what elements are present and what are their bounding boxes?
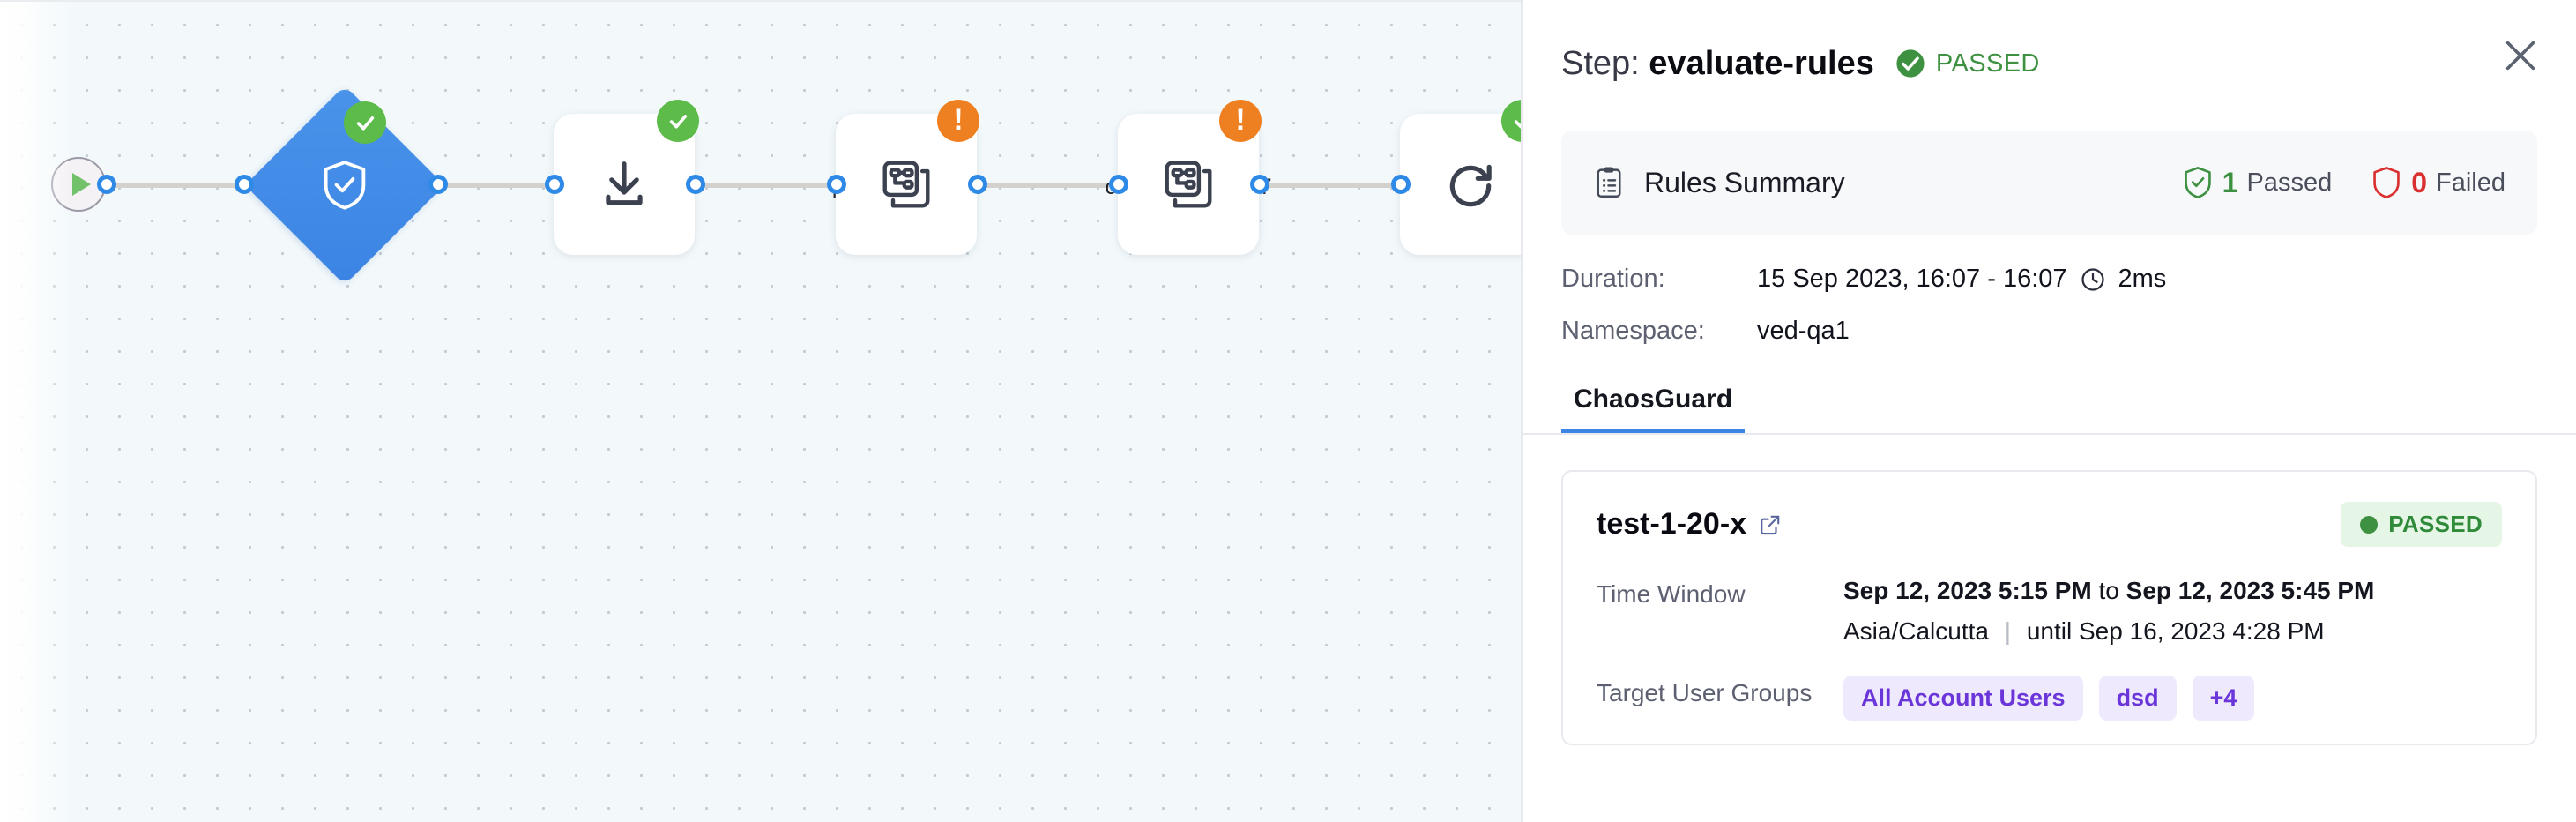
rule-name: test-1-20-x: [1597, 507, 1747, 541]
panel-tabs: ChaosGuard: [1523, 369, 2576, 435]
check-icon: [1514, 119, 1521, 128]
wire-container-kill-to-cleanup: [1261, 183, 1402, 188]
rules-failed-count: 0: [2411, 166, 2427, 198]
rules-summary-card: Rules Summary 1 Passed 0 Failed: [1561, 131, 2537, 235]
target-user-groups-row: Target User Groups All Account Users dsd…: [1597, 676, 2502, 721]
tab-chaosguard[interactable]: ChaosGuard: [1561, 369, 1746, 433]
port-cleanup-in[interactable]: [1391, 175, 1411, 194]
port-evaluate-rules-out[interactable]: [428, 175, 448, 194]
play-icon: [71, 173, 91, 196]
pipeline-canvas[interactable]: evaluate-rules install-chaos- faults: [0, 0, 1521, 822]
status-badge: PASSED: [1895, 49, 2040, 78]
panel-title-prefix: Step:: [1561, 44, 1640, 82]
target-user-group-chips: All Account Users dsd +4: [1843, 676, 2255, 721]
panel-header: Step: evaluate-rules PASSED: [1523, 0, 2576, 92]
port-evaluate-rules-in[interactable]: [235, 175, 254, 194]
wire-start-to-evaluate-rules: [108, 183, 249, 188]
download-icon: [606, 161, 643, 206]
check-icon: [669, 114, 687, 128]
chaosguard-rule-card: test-1-20-x PASSED Time Window Sep 12, 2…: [1561, 470, 2537, 745]
duration-value: 15 Sep 2023, 16:07 - 16:07: [1757, 265, 2067, 293]
refresh-icon: [1449, 164, 1492, 207]
panel-status-text: PASSED: [1935, 49, 2040, 78]
time-window-value: Sep 12, 2023 5:15 PM to Sep 12, 2023 5:4…: [1843, 577, 2374, 605]
chip-target-group[interactable]: dsd: [2098, 676, 2177, 721]
node-status-badge-warning: !: [937, 100, 979, 142]
rule-status-text: PASSED: [2388, 511, 2483, 537]
clock-icon: [2081, 267, 2104, 291]
namespace-value: ved-qa1: [1757, 317, 1850, 345]
time-window-until: until Sep 16, 2023 4:28 PM: [2026, 617, 2325, 645]
time-window-start: Sep 12, 2023 5:15 PM: [1843, 577, 2092, 604]
rules-passed-stat: 1 Passed: [2182, 166, 2333, 199]
time-window-timezone-row: Asia/Calcutta | until Sep 16, 2023 4:28 …: [1843, 617, 2374, 646]
time-window-row: Time Window Sep 12, 2023 5:15 PM to Sep …: [1597, 577, 2502, 646]
rules-passed-label: Passed: [2246, 168, 2333, 197]
duration-label: Duration:: [1561, 265, 1665, 293]
exclamation-icon: !: [953, 102, 964, 137]
check-circle-icon: [1896, 49, 1925, 78]
time-window-end: Sep 12, 2023 5:45 PM: [2126, 577, 2375, 604]
time-window-label: Time Window: [1597, 580, 1746, 608]
target-user-groups-label: Target User Groups: [1597, 679, 1813, 706]
check-icon: [356, 116, 374, 130]
port-install-in[interactable]: [545, 175, 564, 194]
namespace-row: Namespace: ved-qa1: [1561, 317, 2537, 346]
port-pod-delete-out[interactable]: [968, 175, 987, 194]
shield-icon: [2373, 167, 2400, 198]
node-status-badge-warning: !: [1219, 100, 1262, 142]
port-start-out[interactable]: [97, 175, 116, 194]
port-container-kill-out[interactable]: [1250, 175, 1269, 194]
chaos-fault-icon: [882, 161, 930, 208]
wire-pod-delete-to-container-kill: [979, 183, 1120, 188]
namespace-label: Namespace:: [1561, 317, 1705, 345]
external-link-icon[interactable]: [1759, 513, 1782, 536]
port-container-kill-in[interactable]: [1109, 175, 1128, 194]
time-window-timezone: Asia/Calcutta: [1843, 617, 1989, 645]
wire-evaluate-to-install: [441, 183, 555, 188]
panel-title-step-name: evaluate-rules: [1649, 44, 1874, 82]
clipboard-icon: [1597, 167, 1621, 198]
close-icon[interactable]: [2500, 35, 2541, 76]
rules-failed-stat: 0 Failed: [2371, 166, 2505, 199]
node-box[interactable]: [1400, 114, 1521, 255]
node-status-badge-success: [344, 101, 386, 144]
rules-summary-title: Rules Summary: [1644, 166, 1845, 198]
node-status-badge-success: [657, 100, 699, 142]
canvas-left-fade: [0, 0, 71, 822]
port-pod-delete-in[interactable]: [827, 175, 846, 194]
rules-passed-count: 1: [2222, 166, 2238, 198]
step-metadata: Duration: 15 Sep 2023, 16:07 - 16:07 2ms…: [1523, 265, 2576, 346]
shield-check-icon: [2184, 167, 2211, 198]
rule-status-badge: PASSED: [2341, 502, 2502, 547]
rule-card-header: test-1-20-x PASSED: [1597, 502, 2502, 547]
page-title: Step: evaluate-rules: [1561, 45, 1874, 83]
status-dot-icon: [2360, 515, 2379, 534]
node-status-badge-success: [1501, 100, 1521, 142]
duration-row: Duration: 15 Sep 2023, 16:07 - 16:07 2ms: [1561, 265, 2537, 294]
port-install-out[interactable]: [686, 175, 705, 194]
duration-elapsed: 2ms: [2118, 265, 2167, 293]
divider: |: [2004, 617, 2012, 645]
chip-target-group-overflow[interactable]: +4: [2192, 676, 2255, 721]
chip-target-group[interactable]: All Account Users: [1843, 676, 2083, 721]
canvas-top-divider: [0, 0, 1521, 2]
exclamation-icon: !: [1235, 102, 1246, 137]
shield-check-icon: [324, 161, 366, 210]
rules-failed-label: Failed: [2436, 168, 2505, 197]
time-window-joiner: to: [2098, 577, 2119, 604]
chaos-fault-icon: [1165, 161, 1212, 208]
step-details-panel: Step: evaluate-rules PASSED: [1521, 0, 2576, 822]
wire-install-to-pod-delete: [696, 183, 838, 188]
